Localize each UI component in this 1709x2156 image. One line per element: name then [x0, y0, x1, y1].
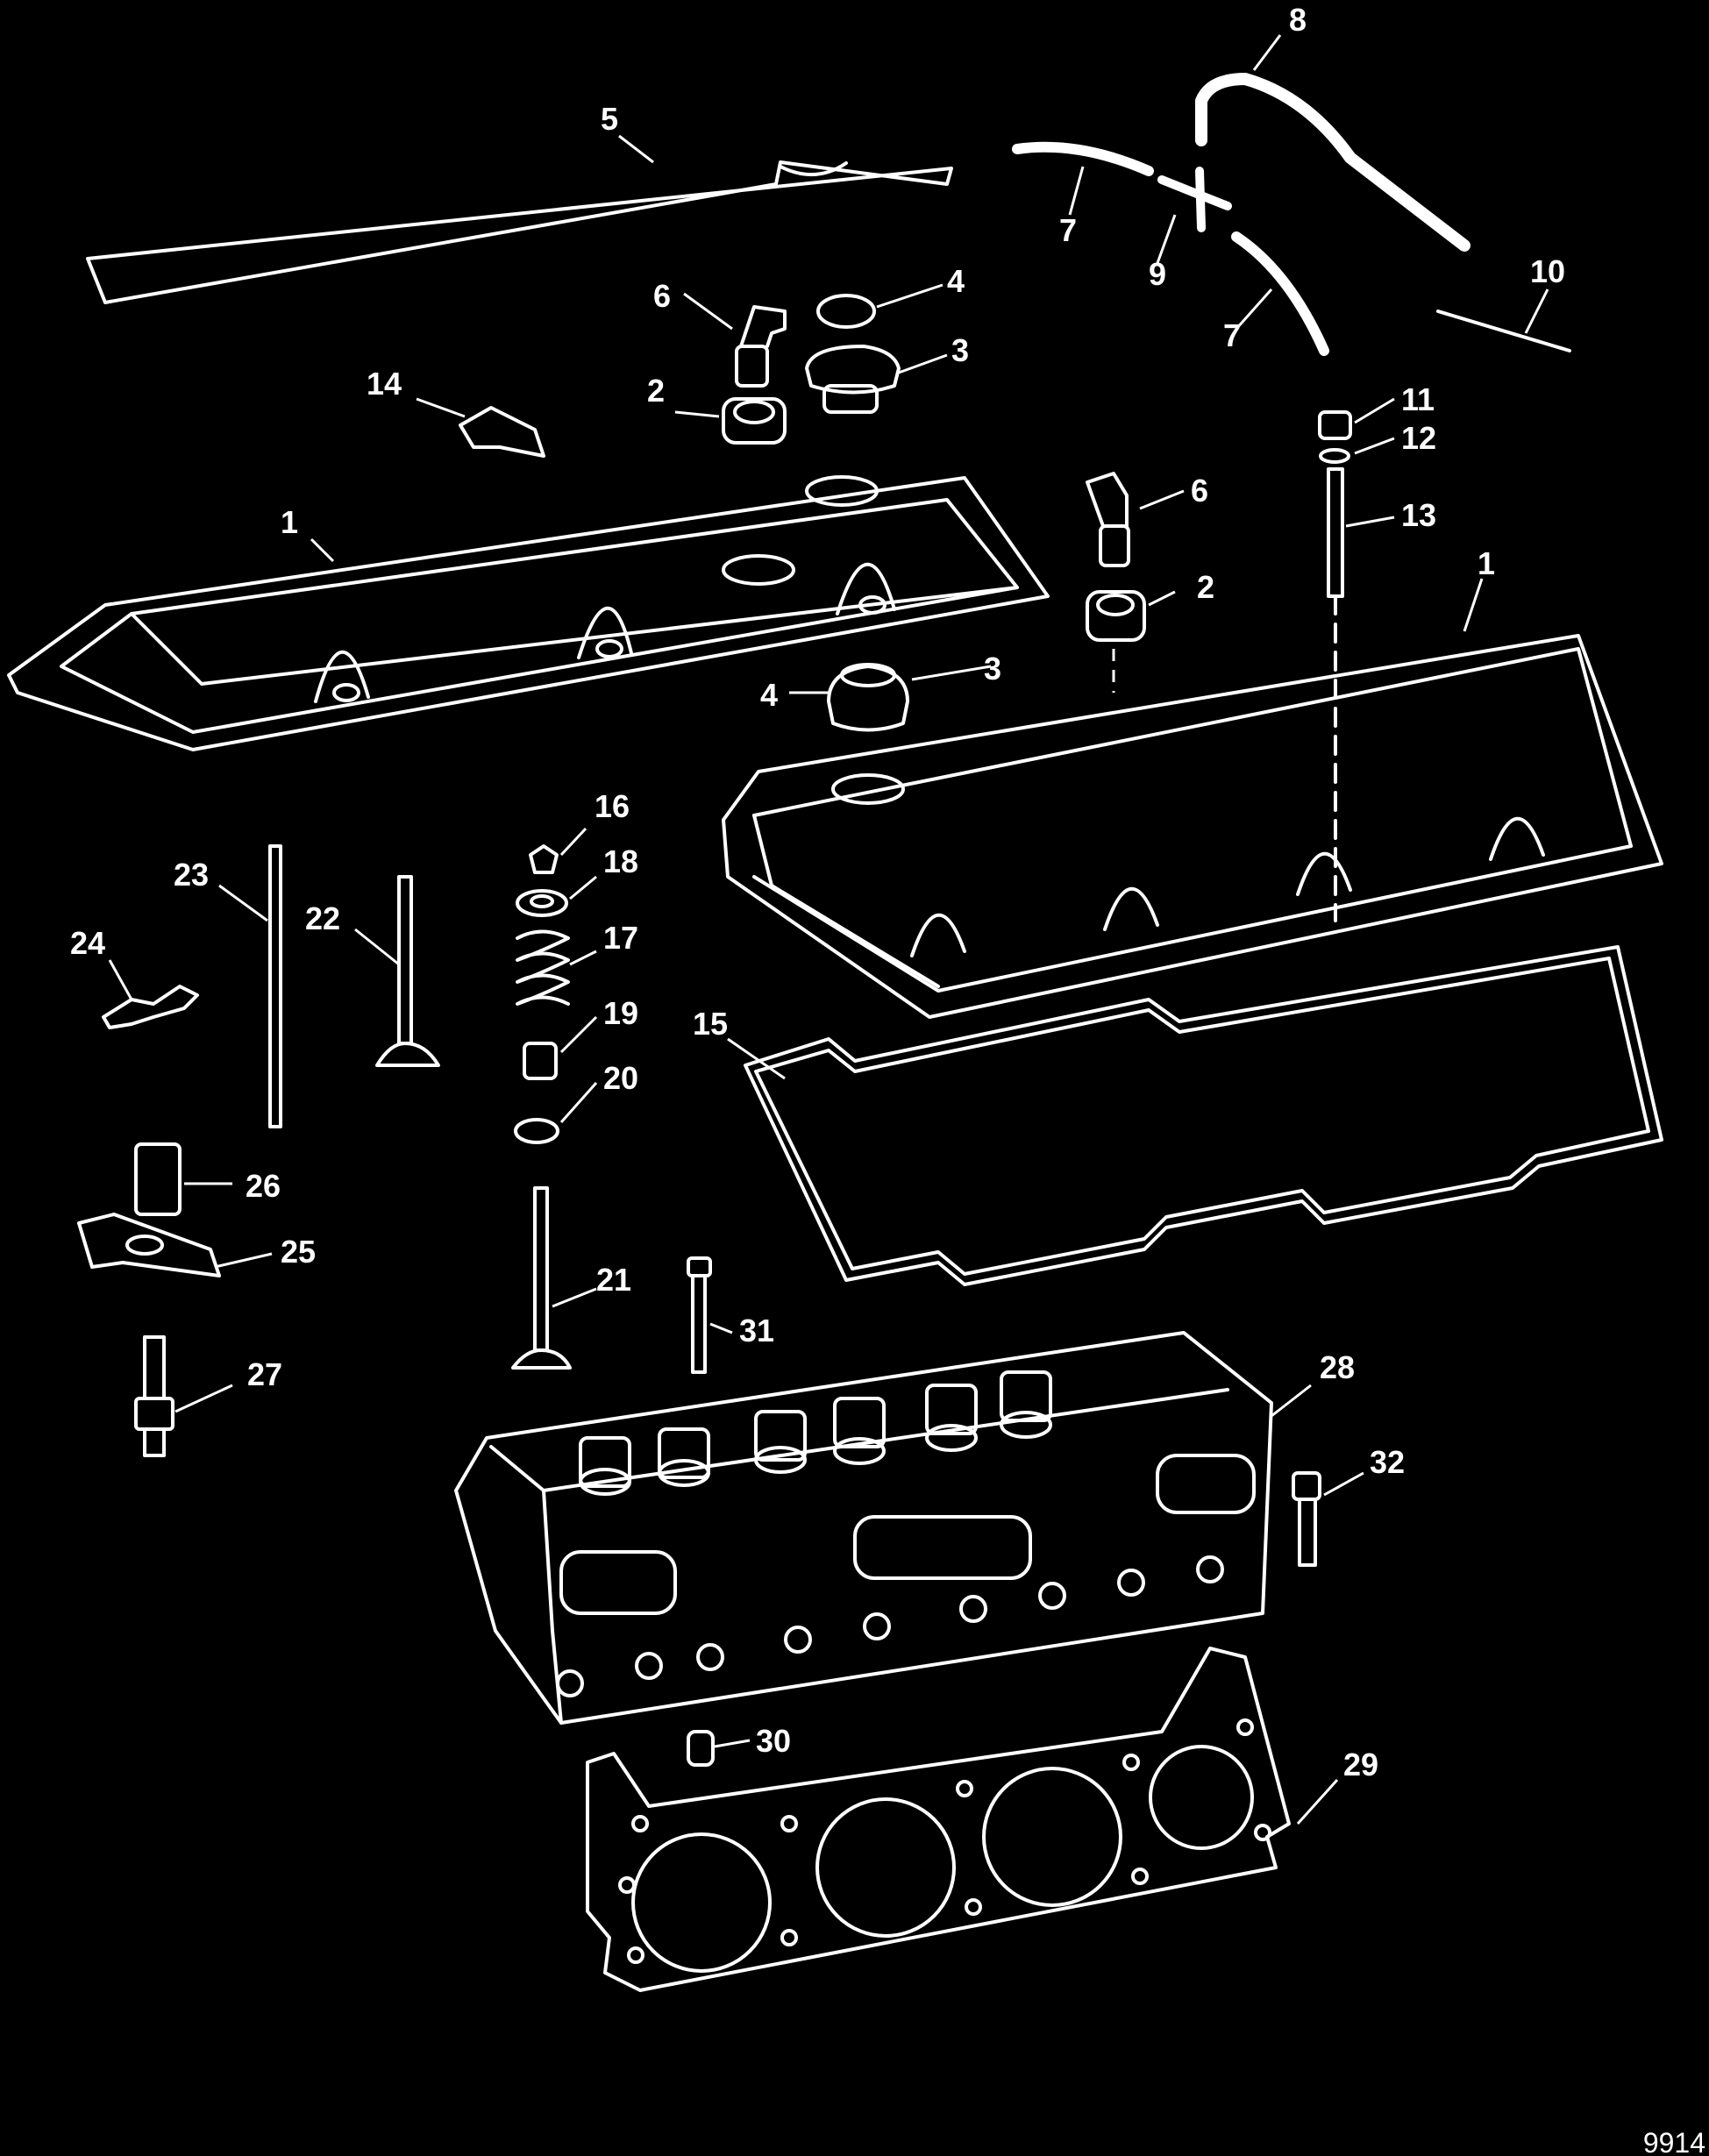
callout-1-right-cover: 1 [1478, 545, 1495, 581]
part-10-rod [1436, 310, 1571, 352]
part-25-rocker-arm [77, 1213, 221, 1277]
callout-11: 11 [1401, 381, 1435, 417]
part-14-clip [459, 406, 545, 458]
callout-7-right: 7 [1223, 317, 1241, 353]
part-1-right-rocker-cover [722, 634, 1663, 1019]
figure-number: 9914 [1643, 2127, 1705, 2156]
callout-30: 30 [756, 1723, 791, 1759]
part-1-left-rocker-cover [7, 475, 1050, 751]
callout-20: 20 [603, 1060, 638, 1096]
part-3-oil-cap-left [805, 345, 901, 414]
part-3-oil-cap-right [827, 663, 909, 732]
part-26-rocker-ball [134, 1142, 182, 1216]
leader-lines [108, 34, 1549, 1825]
part-4-cap-seal-left [816, 294, 876, 329]
part-5-gasket-strip [86, 160, 953, 304]
callout-12: 12 [1401, 420, 1436, 456]
part-7-hose-left [1012, 141, 1154, 176]
callout-4-left: 4 [947, 263, 965, 299]
callout-10: 10 [1530, 253, 1565, 289]
callout-28: 28 [1320, 1349, 1355, 1385]
part-2-grommet-left [722, 397, 787, 445]
part-20-shim [514, 1118, 559, 1144]
part-6-pcv-elbow-left [735, 305, 787, 388]
callout-22: 22 [305, 900, 340, 936]
part-8-breather-hose [1195, 73, 1470, 252]
callout-2-right: 2 [1197, 569, 1214, 605]
part-13-stud [1327, 467, 1344, 922]
part-30-dowel-pin [687, 1730, 715, 1767]
part-31-bolt [687, 1256, 712, 1374]
part-32-bolt [1292, 1471, 1321, 1567]
callout-31: 31 [739, 1313, 774, 1348]
callout-26: 26 [246, 1168, 281, 1204]
part-2-grommet-right [1086, 590, 1146, 642]
callout-8: 8 [1289, 2, 1307, 38]
callout-18: 18 [603, 843, 638, 879]
part-15-valve-cover-gasket [744, 945, 1663, 1286]
part-9-tee-fitting [1157, 167, 1232, 232]
callout-2-left: 2 [647, 373, 665, 409]
callout-7-left: 7 [1059, 212, 1077, 248]
callout-24: 24 [70, 925, 105, 961]
callout-6-right: 6 [1191, 473, 1208, 509]
callout-3-right: 3 [984, 651, 1001, 687]
callout-27: 27 [247, 1356, 282, 1392]
callout-19: 19 [603, 995, 638, 1031]
callout-4-right: 4 [760, 677, 778, 713]
part-18-spring-retainer [516, 889, 568, 917]
callout-15: 15 [693, 1006, 728, 1042]
callout-1-left-cover: 1 [281, 504, 298, 540]
part-7-hose-right [1231, 231, 1329, 356]
callout-25: 25 [281, 1234, 316, 1270]
part-12-washer [1319, 448, 1350, 464]
callout-3-left: 3 [951, 332, 969, 368]
part-28-cylinder-head [454, 1331, 1273, 1725]
callout-6-left: 6 [653, 278, 671, 314]
part-16-valve-keeper [529, 844, 559, 874]
part-21-valve [511, 1186, 572, 1370]
callout-labels: 5 1 2 3 4 6 8 7 9 7 10 14 11 12 13 6 2 3… [70, 2, 1565, 1782]
part-22-valve [375, 875, 440, 1067]
part-29-head-gasket [586, 1647, 1291, 1992]
callout-13: 13 [1401, 497, 1436, 533]
callout-32: 32 [1370, 1444, 1405, 1480]
callout-17: 17 [603, 920, 638, 956]
part-6-pcv-elbow-right [1086, 472, 1130, 567]
part-17-valve-spring [516, 929, 570, 1006]
callout-9: 9 [1149, 256, 1166, 292]
part-24-guide-plate [102, 985, 199, 1029]
callout-21: 21 [596, 1262, 631, 1298]
callout-5: 5 [601, 101, 618, 137]
callout-14: 14 [367, 366, 402, 402]
part-27-rocker-stud [134, 1335, 174, 1457]
part-11-nut [1318, 410, 1352, 440]
part-19-valve-seal [523, 1042, 558, 1080]
callout-29: 29 [1343, 1747, 1378, 1782]
callout-23: 23 [174, 857, 209, 893]
part-23-pushrod [268, 844, 282, 1128]
callout-16: 16 [595, 788, 630, 824]
